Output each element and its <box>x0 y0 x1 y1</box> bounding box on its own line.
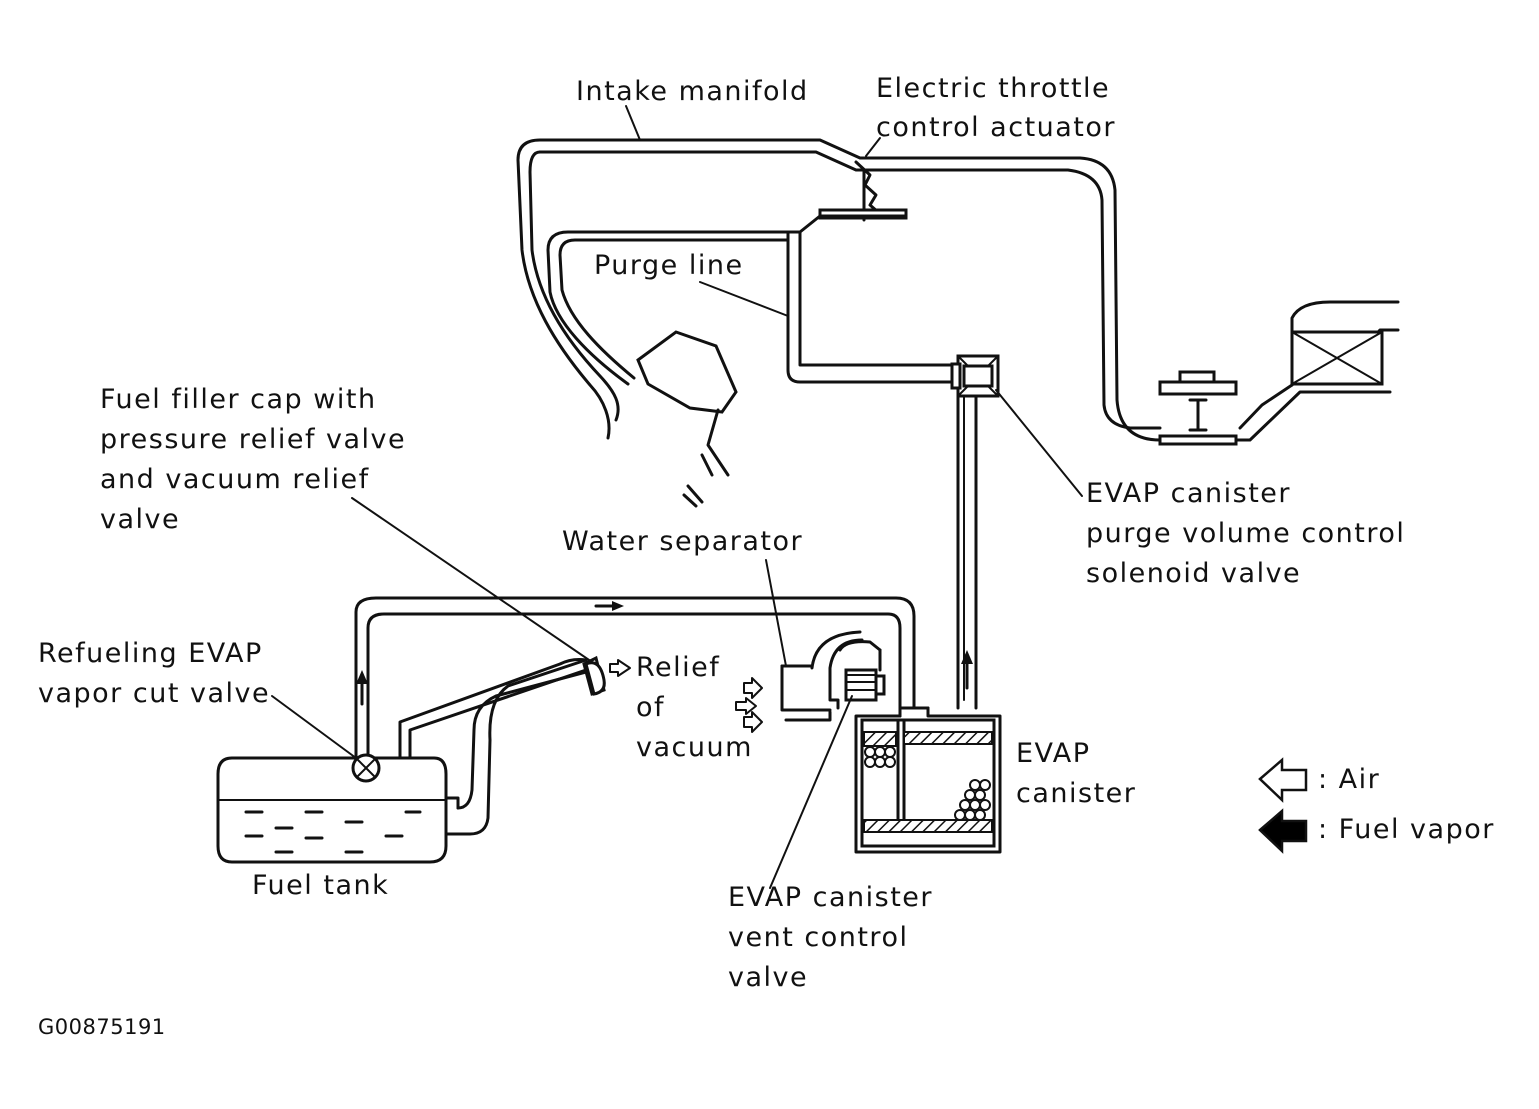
air-arrow-2-icon <box>735 697 757 715</box>
refueling-evap-vapor-cut-valve <box>351 753 381 783</box>
evap-canister-label-line-2: canister <box>1016 778 1136 809</box>
relief-of-vacuum-label-line-1: Relief <box>636 652 720 683</box>
purge-line <box>546 230 960 386</box>
fuel-tank <box>216 658 588 864</box>
evap-vent-valve-label-line-2: vent control <box>728 922 908 953</box>
refueling-cut-valve-label-line-2: vapor cut valve <box>38 678 270 709</box>
electric-throttle-label-line-1: Electric throttle <box>876 73 1110 104</box>
air-inflow-arrows <box>609 659 763 733</box>
relief-of-vacuum-label-line-2: of <box>636 692 665 723</box>
vapor-line <box>354 596 930 764</box>
evap-vent-valve-label-line-3: valve <box>728 962 808 993</box>
evap-canister <box>854 706 1002 854</box>
purge-line-label: Purge line <box>594 250 744 281</box>
water-separator-label: Water separator <box>562 526 803 557</box>
charcoal-granules <box>864 746 991 821</box>
refueling-cut-valve-label-line-1: Refueling EVAP <box>38 638 263 669</box>
legend-item-air: : Air <box>1258 757 1380 803</box>
evap-canister-vent-control-valve <box>838 640 886 702</box>
evap-canister-label-line-1: EVAP <box>1016 738 1091 769</box>
electric-throttle-body <box>798 160 908 234</box>
fuel-vapor-arrow-icon <box>1258 808 1308 854</box>
air-arrow-1-icon <box>743 677 763 699</box>
fuel-filler-cap-label-line-1: Fuel filler cap with <box>100 384 377 415</box>
flow-arrows <box>356 601 973 706</box>
fuel-level-dashes <box>244 810 422 854</box>
filler-cap-air-arrow-icon <box>609 659 631 677</box>
evap-purge-valve-label-line-2: purge volume control <box>1086 518 1405 549</box>
intake-manifold-label: Intake manifold <box>576 76 809 107</box>
legend-air-label: : Air <box>1318 764 1380 795</box>
fuel-tank-label: Fuel tank <box>252 870 389 901</box>
evap-vent-valve-label-line-1: EVAP canister <box>728 882 933 913</box>
fuel-filler-cap-label-line-2: pressure relief valve <box>100 424 406 455</box>
legend: : Air : Fuel vapor <box>1258 757 1495 854</box>
fuel-filler-cap-label-line-4: valve <box>100 504 180 535</box>
purge-volume-control-solenoid-valve <box>950 354 1000 710</box>
intake-manifold <box>516 138 1400 446</box>
electric-throttle-label-line-2: control actuator <box>876 112 1116 143</box>
evap-purge-valve-label-line-3: solenoid valve <box>1086 558 1301 589</box>
air-arrow-3-icon <box>743 711 763 733</box>
figure-code: G00875191 <box>38 1015 166 1039</box>
fuel-filler-cap-label-line-3: and vacuum relief <box>100 464 370 495</box>
engine-cylinder-head <box>636 330 738 508</box>
evap-purge-valve-label-line-1: EVAP canister <box>1086 478 1291 509</box>
legend-fuel-vapor-label: : Fuel vapor <box>1318 814 1495 845</box>
fuel-filler-cap <box>582 655 606 696</box>
leader-lines <box>271 105 1083 889</box>
legend-item-fuel-vapor: : Fuel vapor <box>1258 808 1495 854</box>
air-arrow-icon <box>1258 757 1308 803</box>
relief-of-vacuum-label-line-3: vacuum <box>636 732 753 763</box>
